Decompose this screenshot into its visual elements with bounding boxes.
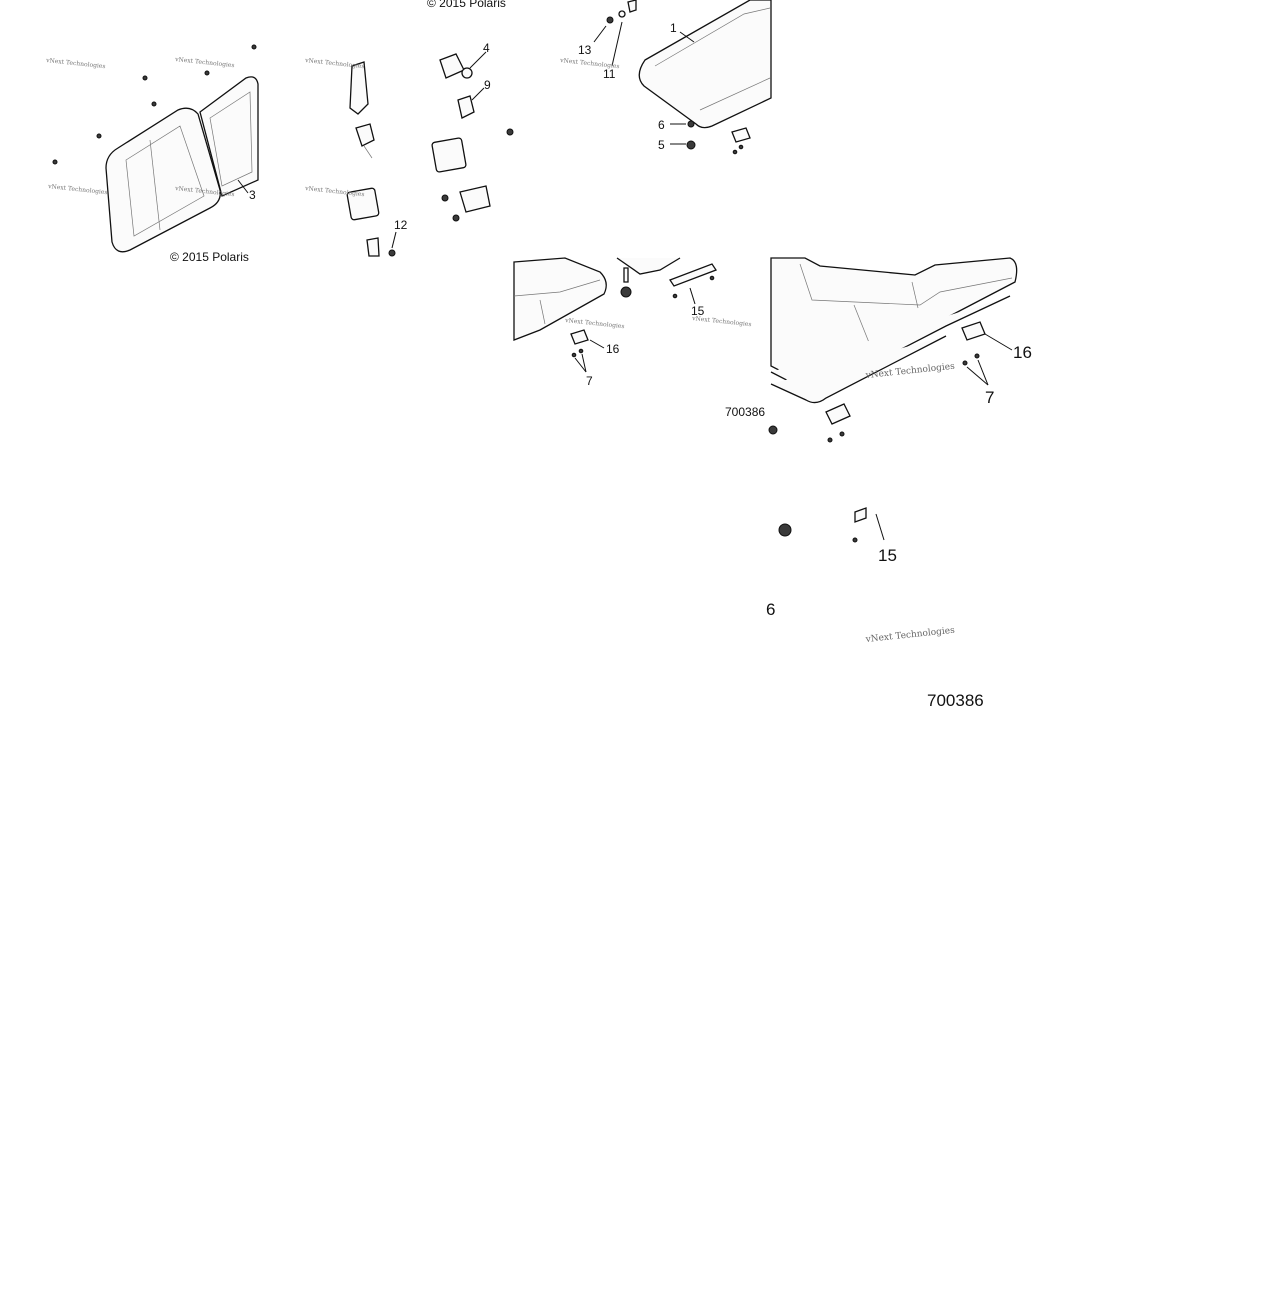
hinge-plate [825, 403, 851, 425]
copyright-top: © 2015 Polaris [427, 0, 506, 10]
belt-anchor [459, 185, 491, 213]
belt-bracket [349, 61, 369, 115]
callout-6-partial: 6 [766, 600, 775, 619]
rail-bracket [669, 263, 717, 287]
panel-seat-base-detail: 15 16 7 vNext Technologies vNext Technol… [513, 257, 765, 419]
callout-15-large: 15 [878, 546, 897, 565]
seat-base-edge [513, 257, 607, 341]
drawing-number-large: 700386 [927, 691, 984, 710]
callout-7-large: 7 [985, 388, 994, 407]
grommet [778, 523, 792, 537]
callout-3: 3 [249, 188, 256, 202]
watermark: vNext Technologies [304, 185, 365, 198]
watermark: vNext Technologies [47, 183, 108, 196]
panel-seat-base-large: 16 7 vNext Technologies 15 6 vNext Techn… [766, 257, 1032, 710]
belt-buckle [355, 123, 375, 147]
watermark: vNext Technologies [559, 57, 620, 70]
screw-fastener [52, 44, 257, 165]
callout-12: 12 [394, 218, 408, 232]
callout-16: 16 [606, 342, 620, 356]
callout-6: 6 [658, 118, 665, 132]
hinge-plate [570, 329, 589, 345]
panel-seat-base: 13 11 1 6 5 vNext Technologies [559, 0, 772, 155]
watermark: vNext Technologies [864, 626, 955, 645]
callout-13: 13 [578, 43, 592, 57]
belt-tongue [457, 95, 475, 119]
callout-7: 7 [586, 374, 593, 388]
drawing-number-small: 700386 [725, 405, 765, 419]
seat-back-cushion [105, 107, 221, 253]
seat-back-cushion-2 [199, 76, 259, 197]
watermark: vNext Technologies [174, 56, 235, 69]
hinge-plate [961, 321, 986, 341]
watermark: vNext Technologies [304, 57, 365, 70]
callout-16-large: 16 [1013, 343, 1032, 362]
knob [461, 67, 473, 79]
callout-1: 1 [670, 21, 677, 35]
watermark: vNext Technologies [45, 57, 106, 70]
retractor-housing [431, 137, 467, 173]
callout-15: 15 [691, 304, 705, 318]
latch-housing [346, 187, 380, 221]
watermark: vNext Technologies [564, 317, 625, 330]
callout-5: 5 [658, 138, 665, 152]
clip [366, 237, 380, 257]
callout-9: 9 [484, 78, 491, 92]
latch-bracket [439, 53, 465, 79]
callout-11: 11 [603, 67, 616, 81]
seat-base-cushion [638, 0, 772, 129]
callout-4: 4 [483, 41, 490, 55]
hinge-plate [731, 127, 751, 143]
watermark: vNext Technologies [691, 315, 752, 328]
panel-seat-belts: 12 vNext Technologies vNext Technologies… [304, 0, 514, 257]
panel-seat-back: 3 vNext Technologies vNext Technologies … [45, 44, 259, 264]
copyright-left: © 2015 Polaris [170, 250, 249, 264]
